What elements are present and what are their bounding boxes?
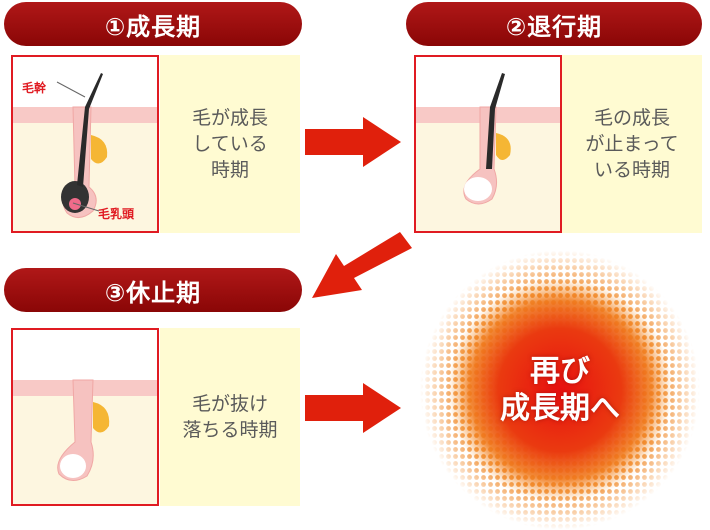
arrow-down-left-icon: [312, 232, 412, 298]
stage-2-illustration: [414, 55, 562, 233]
stage-1-illustration: [11, 55, 159, 233]
stage-3-description: 毛が抜け 落ちる時期: [160, 328, 300, 506]
stage-3-title: ③休止期: [4, 268, 302, 312]
stage-1-description: 毛が成長 している 時期: [160, 55, 300, 233]
hair-shaft-label: 毛幹: [22, 81, 47, 95]
stage-3-illustration: [11, 328, 159, 506]
arrow-right-icon: [305, 117, 401, 167]
burst-graphic: [420, 250, 700, 530]
dermal-papilla-label: 毛乳頭: [98, 207, 135, 221]
stage-2-description: 毛の成長 が止まって いる時期: [562, 55, 702, 233]
result-text: 再び 成長期へ: [500, 353, 620, 427]
stage-1-title: ①成長期: [4, 2, 302, 46]
stage-2-title: ②退行期: [406, 2, 702, 46]
arrow-right-icon: [305, 383, 401, 433]
